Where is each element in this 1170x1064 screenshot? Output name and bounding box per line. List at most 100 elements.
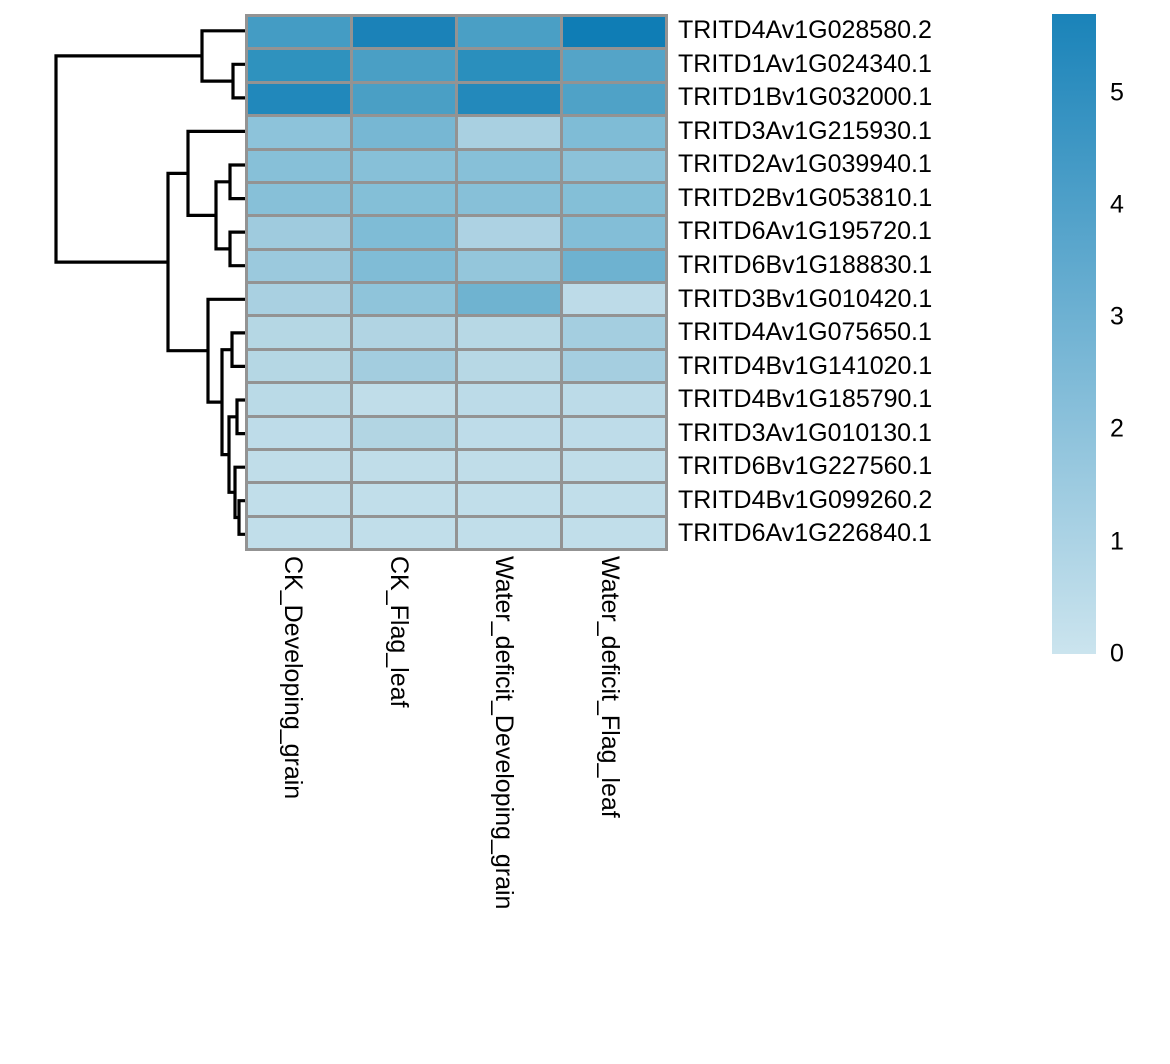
heatmap-cell	[563, 50, 665, 81]
heatmap-cell	[563, 350, 665, 382]
heatmap-cell	[563, 417, 665, 448]
heatmap-cell	[248, 417, 350, 448]
heatmap-cell	[248, 350, 350, 382]
column-label-group: CK_Developing_grain CK_Flag_leaf Water_def…	[245, 556, 668, 956]
heatmap-cell	[248, 117, 350, 148]
heatmap-cell	[248, 484, 350, 515]
heatmap-cell	[248, 517, 350, 548]
heatmap-cell	[458, 217, 560, 248]
heatmap-cell	[353, 250, 455, 281]
row-label: TRITD6Bv1G227560.1	[678, 452, 933, 481]
heatmap-cell	[353, 83, 455, 115]
heatmap-cell	[248, 384, 350, 415]
heatmap-cell	[353, 50, 455, 81]
heatmap-cell	[248, 284, 350, 315]
heatmap-cell	[563, 484, 665, 515]
row-label: TRITD6Bv1G188830.1	[678, 250, 933, 279]
heatmap-cell	[563, 183, 665, 215]
row-label: TRITD6Av1G195720.1	[678, 217, 932, 246]
heatmap-cell	[458, 183, 560, 215]
heatmap-cell	[353, 317, 455, 348]
heatmap-cell	[563, 150, 665, 181]
heatmap-cell	[563, 83, 665, 115]
row-label: TRITD4Bv1G099260.2	[678, 485, 933, 514]
row-label: TRITD6Av1G226840.1	[678, 519, 932, 548]
row-label: TRITD4Bv1G141020.1	[678, 351, 933, 380]
heatmap-cell	[458, 517, 560, 548]
row-label: TRITD4Av1G075650.1	[678, 318, 932, 347]
heatmap-cell	[353, 450, 455, 482]
heatmap-cell	[248, 183, 350, 215]
heatmap-cell	[563, 217, 665, 248]
heatmap-cell	[458, 317, 560, 348]
colorbar-tick-label: 3	[1110, 302, 1124, 331]
heatmap-cell	[248, 17, 350, 48]
row-label: TRITD2Av1G039940.1	[678, 150, 932, 179]
colorbar-tick-label: 2	[1110, 414, 1124, 443]
row-label: TRITD4Av1G028580.2	[678, 16, 932, 44]
heatmap-cell	[353, 217, 455, 248]
heatmap-cell	[458, 83, 560, 115]
heatmap-cell	[563, 517, 665, 548]
heatmap-cell	[353, 17, 455, 48]
heatmap-cell	[353, 384, 455, 415]
dendro-link-b	[200, 29, 246, 83]
heatmap-cell	[248, 317, 350, 348]
heatmap-cell	[353, 484, 455, 515]
heatmap-cell	[248, 217, 350, 248]
heatmap-cell	[458, 250, 560, 281]
dendro-link-c	[228, 163, 246, 201]
heatmap-cell	[458, 150, 560, 181]
heatmap-cell	[563, 384, 665, 415]
heatmap-cell	[353, 417, 455, 448]
heatmap-cell	[458, 450, 560, 482]
heatmap-cell	[458, 417, 560, 448]
heatmap-cell	[563, 450, 665, 482]
heatmap-cell	[563, 250, 665, 281]
heatmap-cell	[353, 183, 455, 215]
row-label: TRITD1Av1G024340.1	[678, 49, 932, 78]
heatmap-cell	[458, 50, 560, 81]
heatmap-cell	[458, 384, 560, 415]
heatmap-cell	[353, 117, 455, 148]
colorbar-tick-label: 1	[1110, 527, 1124, 556]
heatmap-cell	[248, 150, 350, 181]
row-label: TRITD2Bv1G053810.1	[678, 183, 933, 212]
row-label: TRITD3Bv1G010420.1	[678, 284, 933, 313]
heatmap-cell-grid	[245, 14, 668, 551]
row-label: TRITD4Bv1G185790.1	[678, 385, 933, 414]
colorbar-group: 5 4 3 2 1 0	[1052, 14, 1162, 668]
heatmap-cell	[248, 83, 350, 115]
heatmap-cell	[458, 484, 560, 515]
column-label: CK_Flag_leaf	[384, 556, 413, 708]
colorbar-gradient	[1052, 14, 1096, 654]
dendro-link-g	[230, 331, 246, 368]
dendro-link-root	[54, 54, 202, 264]
heatmap-cell	[353, 517, 455, 548]
heatmap-cell	[458, 350, 560, 382]
row-label: TRITD1Bv1G032000.1	[678, 83, 933, 112]
heatmap-cell	[353, 150, 455, 181]
dendro-link-e	[214, 180, 230, 251]
heatmap-cell	[353, 350, 455, 382]
heatmap-cell	[563, 284, 665, 315]
colorbar-tick-label: 0	[1110, 639, 1124, 668]
column-label: CK_Developing_grain	[278, 556, 307, 800]
heatmap-cell	[458, 284, 560, 315]
column-label: Water_deficit_Flag_leaf	[596, 556, 625, 818]
heatmap-cell	[248, 450, 350, 482]
heatmap-cell	[248, 50, 350, 81]
colorbar-tick-label: 5	[1110, 78, 1124, 107]
heatmap-cell	[353, 284, 455, 315]
heatmap-cell	[563, 17, 665, 48]
heatmap-cell	[563, 117, 665, 148]
heatmap-cell	[563, 317, 665, 348]
heatmap-cell	[248, 250, 350, 281]
heatmap-cell	[458, 117, 560, 148]
column-label: Water_deficit_Developing_grain	[490, 556, 519, 910]
dendro-link-d	[228, 230, 246, 268]
row-label: TRITD3Av1G010130.1	[678, 418, 932, 447]
colorbar-tick-label: 4	[1110, 190, 1124, 219]
